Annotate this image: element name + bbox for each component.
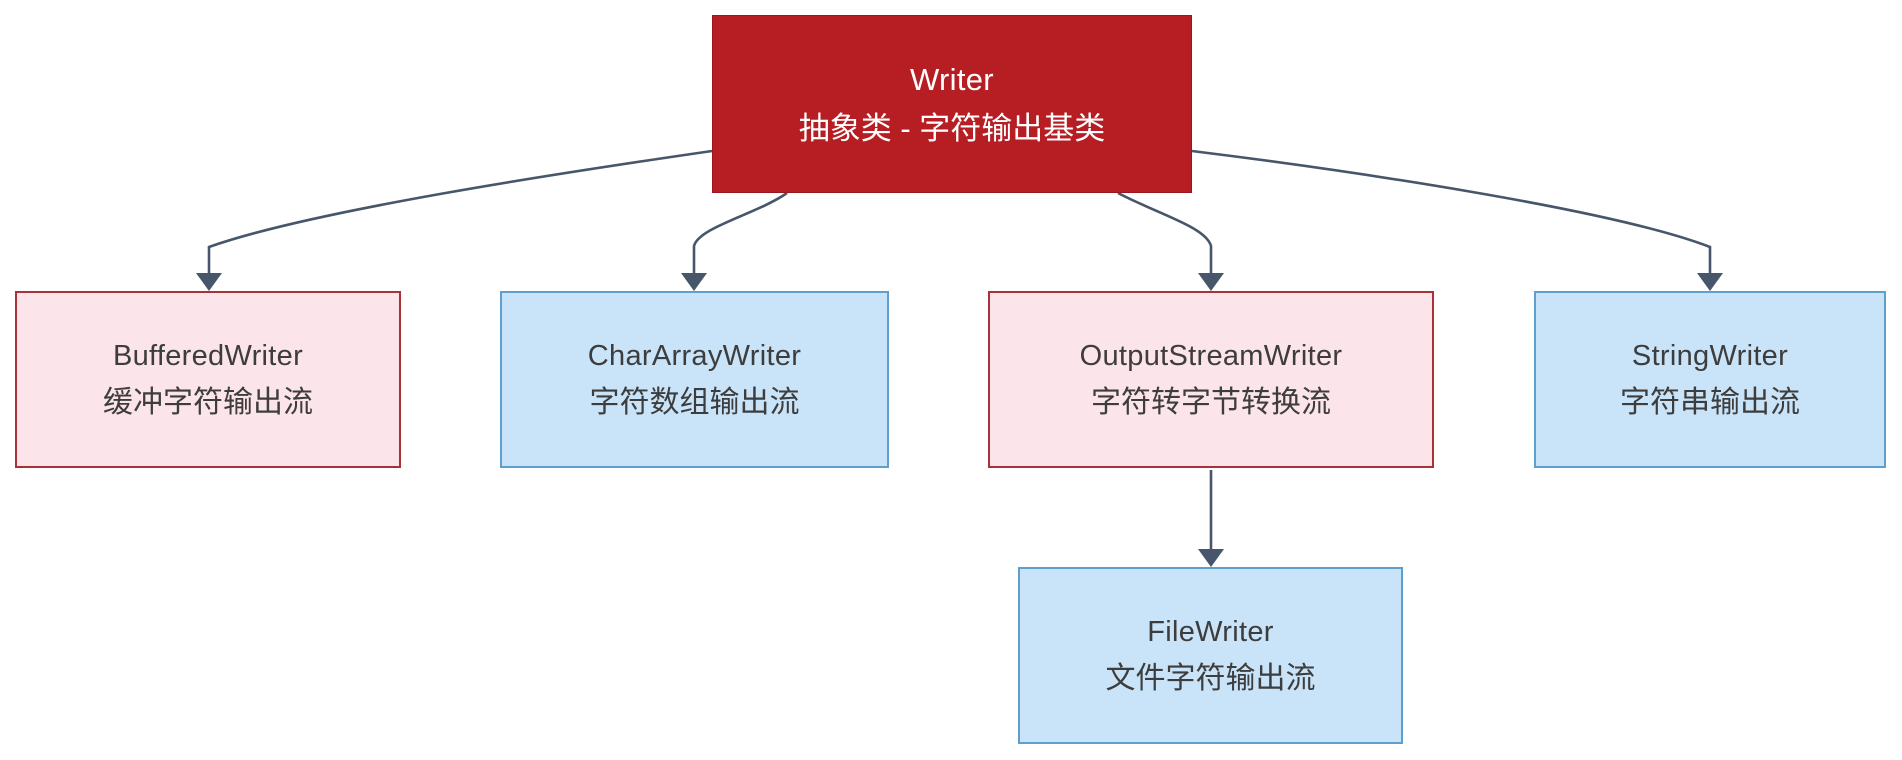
node-char-array-writer: CharArrayWriter 字符数组输出流	[500, 291, 889, 468]
edge-writer-to-chararraywriter	[681, 191, 788, 291]
node-subtitle: 缓冲字符输出流	[103, 386, 313, 420]
node-subtitle: 字符数组输出流	[589, 386, 800, 420]
node-subtitle: 字符串输出流	[1620, 386, 1800, 420]
node-title: StringWriter	[1631, 339, 1789, 372]
node-file-writer: FileWriter 文件字符输出流	[1018, 567, 1403, 744]
node-title: CharArrayWriter	[587, 339, 802, 372]
node-subtitle: 字符转字节转换流	[1091, 386, 1331, 420]
arrowhead-icon	[1198, 273, 1224, 291]
node-string-writer: StringWriter 字符串输出流	[1534, 291, 1886, 468]
edge-writer-to-outputstreamwriter	[1117, 191, 1224, 291]
arrowhead-icon	[681, 273, 707, 291]
node-subtitle: 抽象类 - 字符输出基类	[798, 111, 1106, 147]
node-title: BufferedWriter	[112, 339, 304, 372]
edge-writer-to-stringwriter	[1191, 149, 1723, 291]
edge-outputstreamwriter-to-filewriter	[1198, 470, 1224, 567]
node-buffered-writer: BufferedWriter 缓冲字符输出流	[15, 291, 401, 468]
node-writer: Writer 抽象类 - 字符输出基类	[712, 15, 1192, 193]
node-title: Writer	[910, 61, 994, 97]
node-output-stream-writer: OutputStreamWriter 字符转字节转换流	[988, 291, 1434, 468]
edge-writer-to-bufferedwriter	[196, 149, 713, 291]
node-title: FileWriter	[1147, 615, 1274, 648]
node-subtitle: 文件字符输出流	[1105, 662, 1316, 696]
node-title: OutputStreamWriter	[1079, 339, 1343, 372]
arrowhead-icon	[196, 273, 222, 291]
arrowhead-icon	[1198, 549, 1224, 567]
arrowhead-icon	[1697, 273, 1723, 291]
